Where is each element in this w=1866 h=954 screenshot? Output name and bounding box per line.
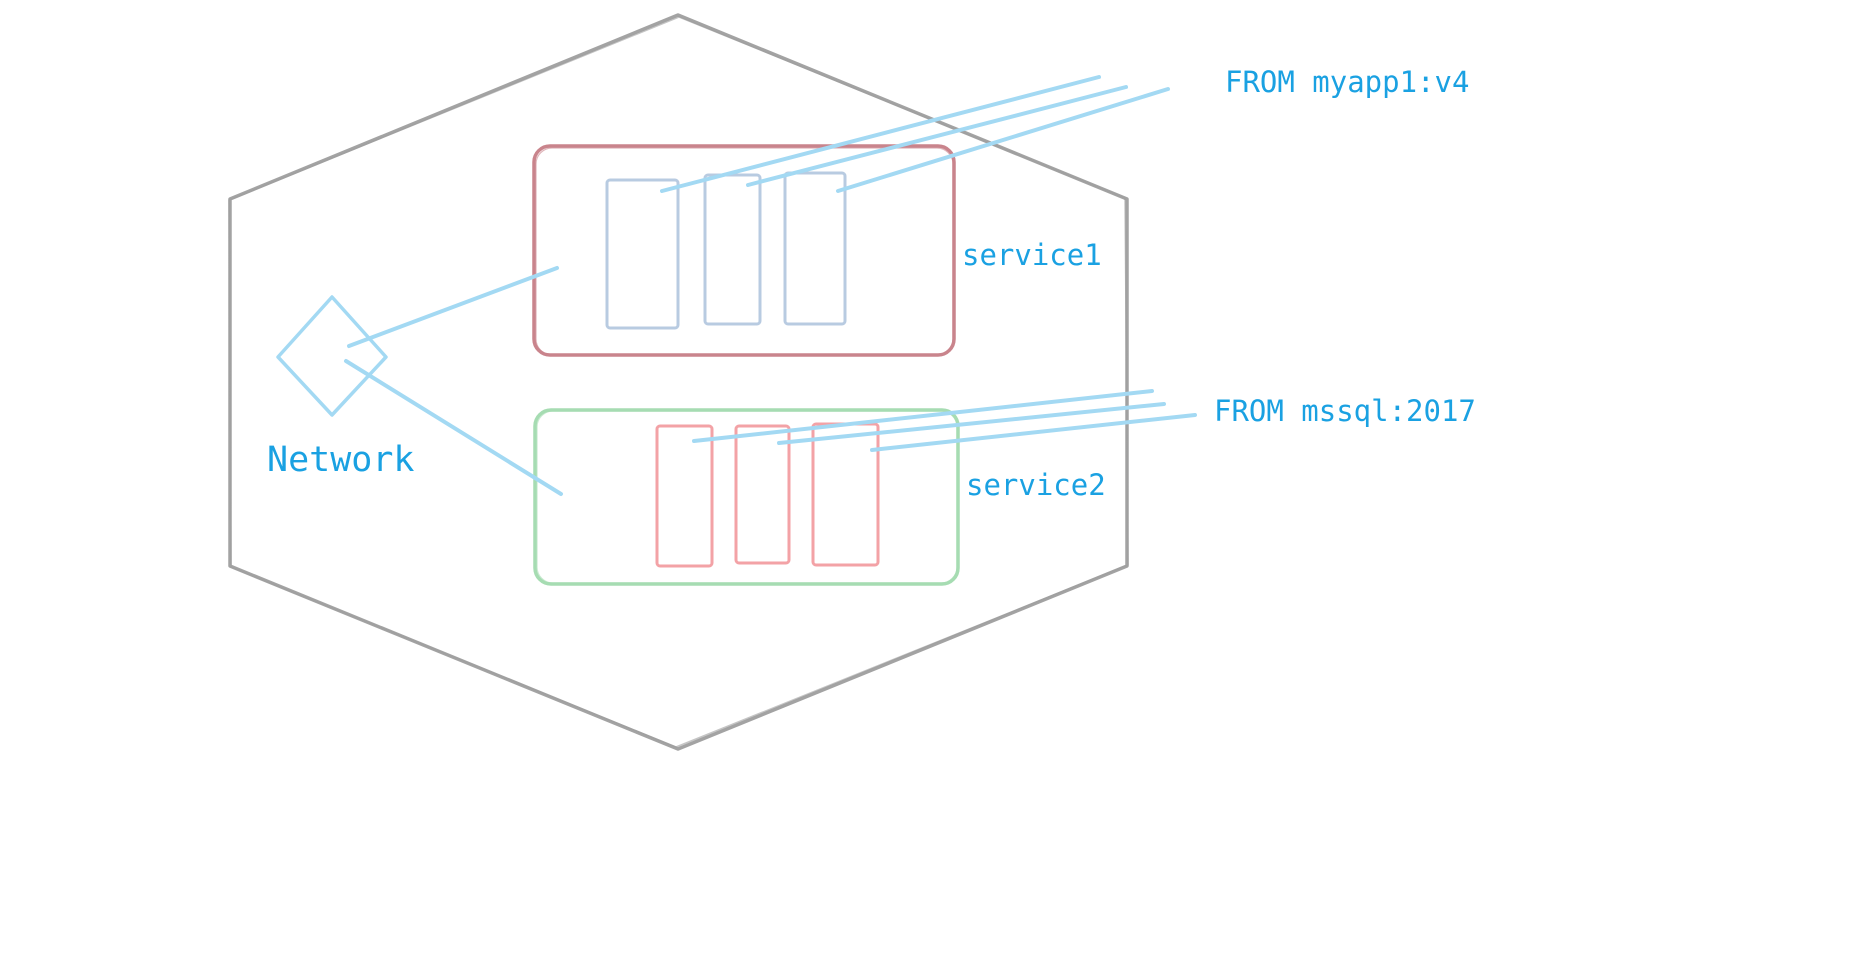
service1-label: service1 bbox=[962, 238, 1102, 272]
service1-container bbox=[783, 171, 847, 326]
host-hexagon bbox=[228, 13, 1129, 751]
image-label-mssql: FROM mssql:2017 bbox=[1214, 394, 1476, 428]
service1-containers bbox=[605, 171, 847, 330]
image-label-myapp: FROM myapp1:v4 bbox=[1225, 65, 1469, 99]
network-to-service2-line bbox=[344, 359, 563, 496]
service2-container bbox=[655, 424, 714, 568]
service2-label: service2 bbox=[966, 468, 1106, 502]
image-mssql-line bbox=[777, 402, 1166, 445]
image-mssql-line bbox=[870, 413, 1197, 452]
service2-containers bbox=[655, 422, 880, 568]
service1-box bbox=[532, 144, 956, 357]
network-label: Network bbox=[267, 440, 415, 480]
image-myapp-line bbox=[660, 75, 1101, 193]
image-myapp-line bbox=[746, 85, 1128, 187]
service1-container bbox=[703, 173, 762, 326]
network-to-service1-line bbox=[347, 266, 559, 348]
service2-container bbox=[734, 424, 791, 565]
service2-box bbox=[533, 408, 960, 586]
image-mssql-line bbox=[692, 389, 1154, 443]
network-diamond-icon bbox=[276, 295, 388, 417]
connector-lines bbox=[344, 75, 1197, 496]
service1-container bbox=[605, 178, 680, 330]
service2-container bbox=[811, 422, 880, 567]
image-myapp-line bbox=[836, 87, 1170, 193]
